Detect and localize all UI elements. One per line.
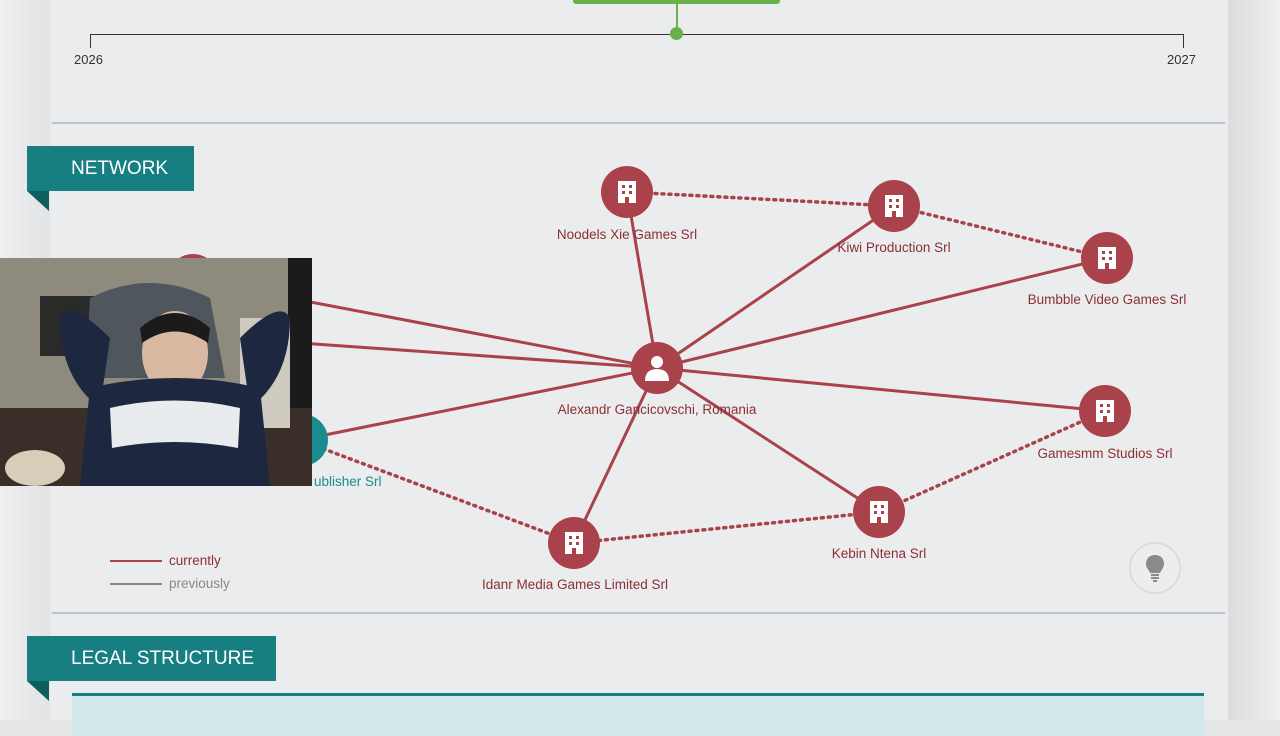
lightbulb-icon — [1146, 555, 1164, 582]
building-icon — [565, 532, 583, 554]
edge-current — [625, 191, 659, 369]
company-label: Idanr Media Games Limited Srl — [482, 577, 668, 592]
edge-dotted — [877, 409, 1107, 514]
company-label: Gamesmm Studios Srl — [1037, 446, 1172, 461]
edge-current — [299, 366, 658, 442]
timeline-current-bar[interactable] — [573, 0, 780, 4]
building-icon — [1096, 400, 1114, 422]
timeline-position-handle[interactable] — [670, 27, 683, 40]
edge-current — [656, 204, 895, 370]
company-node[interactable]: Kebin Ntena Srl — [832, 486, 927, 561]
webcam-overlay — [0, 258, 312, 486]
timeline-marker-stem — [676, 4, 678, 32]
edge-current — [656, 366, 1106, 413]
publisher-label: ublisher Srl — [314, 474, 382, 489]
timeline-tick-start — [90, 34, 91, 48]
company-label: Noodels Xie Games Srl — [557, 227, 697, 242]
timeline-tick-end — [1183, 34, 1184, 48]
section-divider — [52, 612, 1225, 614]
building-icon — [618, 181, 636, 203]
edge-current — [656, 366, 880, 514]
edge-dotted — [892, 204, 1109, 260]
timeline-axis — [90, 34, 1184, 35]
legend: currently previously — [110, 553, 230, 591]
person-node[interactable]: Alexandr Gancicovschi, Romania — [558, 342, 757, 417]
company-node[interactable]: Kiwi Production Srl — [837, 180, 951, 255]
network-edges — [299, 191, 1108, 544]
company-label: Kebin Ntena Srl — [832, 546, 927, 561]
section-divider — [52, 122, 1225, 124]
edge-dotted — [625, 190, 896, 208]
company-node[interactable]: Gamesmm Studios Srl — [1037, 385, 1173, 461]
building-icon — [885, 195, 903, 217]
edge-current — [299, 298, 658, 370]
building-icon — [870, 501, 888, 523]
company-node[interactable]: Noodels Xie Games Srl — [557, 166, 697, 242]
company-node[interactable]: Bumbble Video Games Srl — [1028, 232, 1187, 307]
network-dotted-edges — [298, 190, 1109, 545]
hint-button[interactable] — [1129, 542, 1181, 594]
webcam-scene — [0, 258, 312, 486]
edge-dotted — [572, 510, 881, 545]
company-label: Bumbble Video Games Srl — [1028, 292, 1187, 307]
timeline-end-year: 2027 — [1167, 52, 1196, 67]
edge-current — [572, 367, 659, 544]
legal-structure-section-title: LEGAL STRUCTURE — [27, 636, 276, 701]
company-label: Kiwi Production Srl — [837, 240, 950, 255]
network-section-title: NETWORK — [27, 146, 194, 211]
timeline-start-year: 2026 — [74, 52, 103, 67]
building-icon — [1098, 247, 1116, 269]
edge-dotted — [298, 438, 576, 545]
person-label: Alexandr Gancicovschi, Romania — [558, 402, 757, 417]
person-icon — [645, 356, 669, 381]
legal-structure-panel — [72, 693, 1204, 736]
edge-current — [656, 256, 1108, 370]
company-node[interactable]: Idanr Media Games Limited Srl — [482, 517, 668, 592]
page-margin-right — [1228, 0, 1280, 720]
legend-previous-label: previously — [169, 576, 230, 591]
legend-current-label: currently — [169, 553, 221, 568]
edge-current — [299, 341, 658, 370]
